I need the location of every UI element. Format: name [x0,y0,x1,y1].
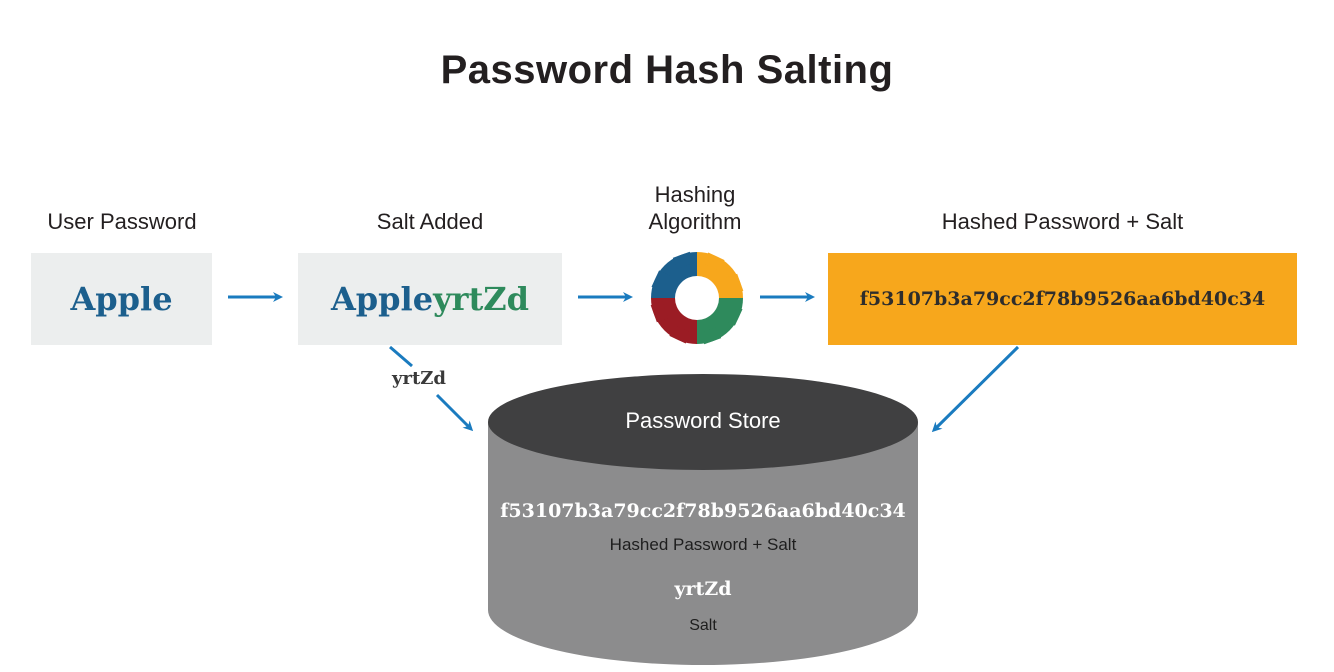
database-body [488,422,918,665]
arrow-salt-to-store-upper [389,345,413,368]
salt-flow-label: yrtZd [392,368,446,389]
arrow-hashed-to-store [931,345,1020,433]
store-hash-value: f53107b3a79cc2f78b9526aa6bd40c34 [500,500,906,522]
user-password-label: User Password [47,209,197,234]
store-salt-value: yrtZd [674,578,732,600]
hashed-password-value: f53107b3a79cc2f78b9526aa6bd40c34 [859,288,1266,310]
user-password-value: Apple [70,280,173,318]
password-store-title: Password Store [625,408,781,433]
hashing-label-line1: Hashing [654,182,736,207]
salt-added-label: Salt Added [376,209,484,234]
hashed-password-label: Hashed Password + Salt [941,209,1184,234]
salted-password-part: Apple [330,280,434,318]
gear-icon [650,251,744,345]
store-salt-label: Salt [689,617,717,634]
database-top [488,374,918,470]
hashing-label-line2: Algorithm [648,209,742,234]
diagram-title: Password Hash Salting [440,48,894,92]
store-hash-label: Hashed Password + Salt [609,535,797,554]
password-store-database [488,374,918,665]
user-password-box: Apple [31,253,212,345]
arrow-salt-to-store-lower [435,393,474,432]
salt-part: yrtZd [433,280,530,318]
hashed-password-box: f53107b3a79cc2f78b9526aa6bd40c34 [828,253,1297,345]
